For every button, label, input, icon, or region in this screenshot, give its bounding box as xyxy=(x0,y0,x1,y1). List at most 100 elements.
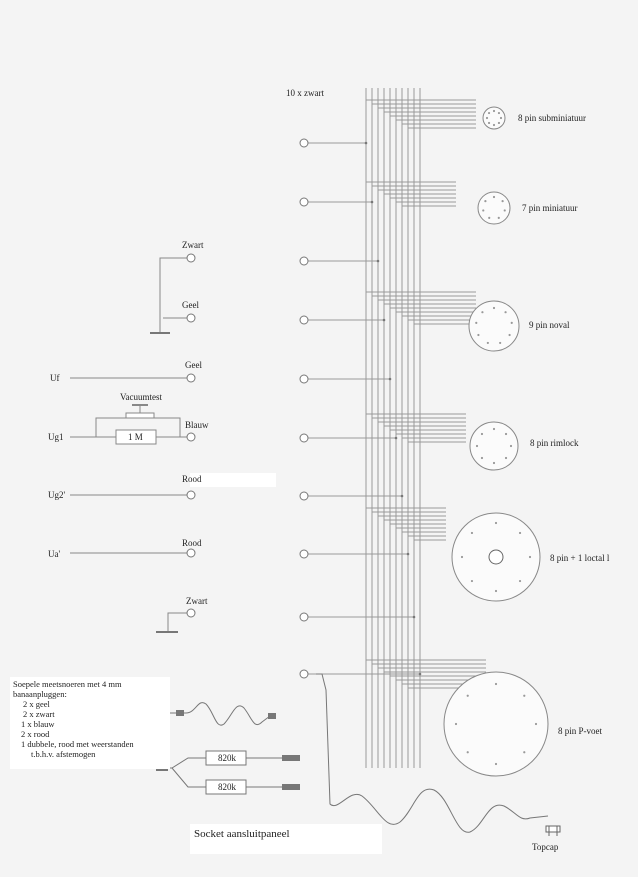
socket-pin xyxy=(481,311,484,314)
panel-terminal xyxy=(299,374,309,384)
socket-pin xyxy=(466,751,469,754)
terminal-ua[interactable] xyxy=(186,548,196,558)
test-lead-wavy xyxy=(160,702,271,726)
panel-terminal xyxy=(299,315,309,325)
junction-dot xyxy=(370,200,374,204)
junction-dot xyxy=(412,615,416,619)
dual-lead-lower xyxy=(171,767,206,788)
terminal-geel[interactable] xyxy=(186,313,196,323)
panel-terminal xyxy=(299,197,309,207)
notes-item: t.b.h.v. afstemogen xyxy=(31,749,96,759)
notes-item: 2 x zwart xyxy=(23,709,55,719)
socket-pin xyxy=(470,579,474,583)
junction-dot xyxy=(382,318,386,322)
notes-item: 2 x geel xyxy=(23,699,50,709)
socket-pin xyxy=(488,216,491,220)
socket-pins xyxy=(454,109,538,766)
socket-pin xyxy=(492,461,496,465)
test-lead-notes: Soepele meetsnoeren met 4 mm banaanplugg… xyxy=(10,677,170,769)
terminal-column xyxy=(299,138,309,679)
socket-pin xyxy=(480,456,484,460)
socket-pin xyxy=(503,209,506,212)
label-backdrop-rood xyxy=(190,473,276,487)
vacuumtest-label: Vacuumtest xyxy=(120,392,162,402)
resistor-820k-upper-label: 820k xyxy=(218,753,236,763)
junction-dot xyxy=(388,377,392,381)
notes-item: 1 x blauw xyxy=(21,719,55,729)
plug-right xyxy=(268,713,276,719)
socket-pin xyxy=(499,116,503,120)
plug-820k-lower xyxy=(282,784,300,790)
terminal-ug2[interactable] xyxy=(186,490,196,500)
panel-terminal xyxy=(299,256,309,266)
socket-label-miniature: 7 pin miniatuur xyxy=(522,203,578,213)
terminal-zwart-bottom[interactable] xyxy=(186,608,196,618)
zwart-top-label: Zwart xyxy=(182,240,204,250)
ten-black-label: 10 x zwart xyxy=(286,88,324,98)
socket-pin xyxy=(528,555,532,559)
page-title: Socket aansluitpaneel xyxy=(190,824,382,854)
vacuum-switch xyxy=(125,412,155,419)
socket-pin xyxy=(494,682,498,686)
terminal-feeder-lines xyxy=(308,141,422,676)
plug-left xyxy=(176,710,184,716)
terminal-uf[interactable] xyxy=(186,373,196,383)
notes-heading-2: banaanpluggen: xyxy=(13,689,67,699)
socket-pin xyxy=(499,341,502,345)
socket-pin xyxy=(485,116,489,120)
socket-pin xyxy=(523,751,526,754)
socket-pin xyxy=(509,444,513,448)
socket-pin xyxy=(518,579,522,583)
socket-pin xyxy=(497,111,501,115)
ua-label: Ua' xyxy=(48,549,61,559)
socket-pin xyxy=(523,694,526,697)
socket-pin xyxy=(480,432,484,436)
junction-dot xyxy=(364,141,368,145)
resistor-1m xyxy=(115,429,157,445)
socket-pin xyxy=(475,444,479,448)
junction-dot xyxy=(394,436,398,440)
blauw-label: Blauw xyxy=(185,420,209,430)
plug-820k-upper xyxy=(282,755,300,761)
loctal-center-key xyxy=(488,549,504,565)
geel-uf-label: Geel xyxy=(185,360,202,370)
resistor-820k-upper xyxy=(205,750,247,766)
socket-pin xyxy=(494,589,498,593)
socket-label-subminiature: 8 pin subminiatuur xyxy=(518,113,586,123)
socket-pin xyxy=(487,121,491,125)
socket-pin xyxy=(470,531,474,535)
socket-pin xyxy=(504,456,508,460)
vacuum-bypass-right xyxy=(150,417,181,437)
uf-label: Uf xyxy=(50,373,60,383)
socket-pin xyxy=(510,321,513,324)
socket-pin xyxy=(492,195,496,199)
panel-terminal xyxy=(299,433,309,443)
socket-9pin-noval xyxy=(468,300,520,352)
socket-pin xyxy=(497,216,500,220)
panel-terminal xyxy=(299,669,309,679)
socket-pin xyxy=(454,722,458,726)
geel-top-label: Geel xyxy=(182,300,199,310)
ug1-label: Ug1 xyxy=(48,432,64,442)
socket-7pin-miniature xyxy=(477,191,511,225)
socket-pin xyxy=(494,521,498,525)
ug2-label: Ug2' xyxy=(48,490,66,500)
terminal-ug1[interactable] xyxy=(186,432,196,442)
socket-pin xyxy=(494,762,498,766)
socket-label-p-base: 8 pin P-voet xyxy=(558,726,602,736)
junction-dot xyxy=(418,672,422,676)
junction-dot xyxy=(400,494,404,498)
socket-pin xyxy=(477,333,480,337)
socket-label-rimlock: 8 pin rimlock xyxy=(530,438,579,448)
socket-pin xyxy=(504,432,508,436)
resistor-1m-label: 1 M xyxy=(128,432,143,442)
socket-pin xyxy=(460,555,464,559)
socket-pin xyxy=(484,200,487,203)
terminal-zwart[interactable] xyxy=(186,253,196,263)
socket-pin xyxy=(504,311,507,314)
notes-heading-1: Soepele meetsnoeren met 4 mm xyxy=(13,679,122,689)
zwart-bottom-lead xyxy=(167,612,188,632)
topcap-connector xyxy=(545,825,561,833)
socket-pin xyxy=(482,209,485,212)
socket-pin xyxy=(475,321,478,324)
